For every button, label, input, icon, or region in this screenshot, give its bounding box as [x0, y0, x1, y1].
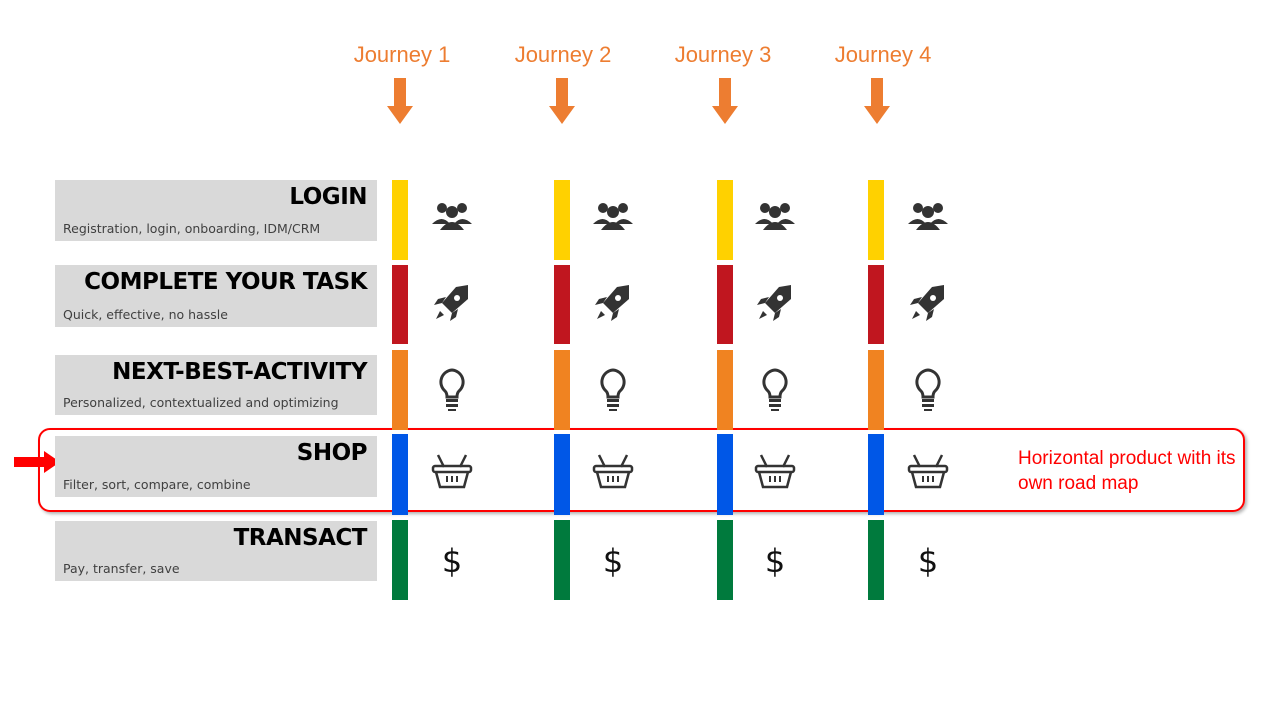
rocket-icon [434, 284, 468, 321]
row-title: COMPLETE YOUR TASK [84, 269, 367, 295]
red-arrow-icon [14, 451, 60, 473]
color-bar [554, 265, 570, 344]
row-title: TRANSACT [233, 525, 368, 551]
row-subtitle: Quick, effective, no hassle [63, 307, 228, 322]
row-label-next-best-activity: NEXT-BEST-ACTIVITY Personalized, contextu… [55, 355, 377, 415]
color-bar [868, 180, 884, 260]
row-label-complete-your-task: COMPLETE YOUR TASK Quick, effective, no h… [55, 265, 377, 327]
down-arrow-icon [864, 78, 890, 124]
down-arrow-icon [549, 78, 575, 124]
color-bar [392, 434, 408, 515]
svg-text:$: $ [442, 542, 462, 580]
color-bar [554, 180, 570, 260]
color-bar [392, 520, 408, 600]
basket-icon [754, 453, 796, 488]
color-bar [868, 350, 884, 430]
journey-label: Journey 3 [674, 42, 772, 67]
journey-label: Journey 1 [353, 42, 451, 67]
rocket-icon [910, 284, 944, 321]
shop-highlight-frame [38, 428, 1245, 512]
color-bar [868, 434, 884, 515]
row-title: SHOP [296, 440, 368, 466]
svg-text:$: $ [765, 542, 785, 580]
down-arrow-icon [712, 78, 738, 124]
color-bar [717, 180, 733, 260]
color-bar [868, 520, 884, 600]
users-icon [593, 203, 633, 230]
color-bar [717, 350, 733, 430]
svg-text:$: $ [918, 542, 938, 580]
dollar-icon: $ [918, 542, 938, 580]
basket-icon [592, 453, 634, 488]
color-bar [717, 520, 733, 600]
rocket-icon [757, 284, 791, 321]
dollar-icon: $ [442, 542, 462, 580]
lightbulb-icon [439, 368, 465, 411]
color-bar [554, 520, 570, 600]
lightbulb-icon [915, 368, 941, 411]
row-title: NEXT-BEST-ACTIVITY [112, 359, 367, 385]
color-bar [717, 265, 733, 344]
dollar-icon: $ [603, 542, 623, 580]
color-bar [392, 180, 408, 260]
row-label-login: LOGIN Registration, login, onboarding, ID… [55, 180, 377, 241]
row-subtitle: Registration, login, onboarding, IDM/CRM [63, 221, 321, 236]
dollar-icon: $ [765, 542, 785, 580]
row-label-shop: SHOP Filter, sort, compare, combine [55, 436, 377, 497]
down-arrow-icon [387, 78, 413, 124]
basket-icon [907, 453, 949, 488]
color-bar [554, 434, 570, 515]
rocket-icon [595, 284, 629, 321]
users-icon [755, 203, 795, 230]
basket-icon [431, 453, 473, 488]
row-subtitle: Personalized, contextualized and optimiz… [63, 395, 339, 410]
users-icon [432, 203, 472, 230]
row-title: LOGIN [289, 184, 367, 210]
color-bar [392, 350, 408, 430]
users-icon [908, 203, 948, 230]
lightbulb-icon [762, 368, 788, 411]
row-subtitle: Pay, transfer, save [63, 561, 180, 576]
color-bar [717, 434, 733, 515]
journey-label: Journey 2 [514, 42, 612, 67]
color-bar [868, 265, 884, 344]
color-bar [392, 265, 408, 344]
journey-label: Journey 4 [834, 42, 932, 67]
color-bar [554, 350, 570, 430]
row-subtitle: Filter, sort, compare, combine [63, 477, 251, 492]
svg-text:$: $ [603, 542, 623, 580]
row-label-transact: TRANSACT Pay, transfer, save [55, 521, 377, 581]
lightbulb-icon [600, 368, 626, 411]
highlight-note: Horizontal product with its own road map [1018, 448, 1236, 494]
